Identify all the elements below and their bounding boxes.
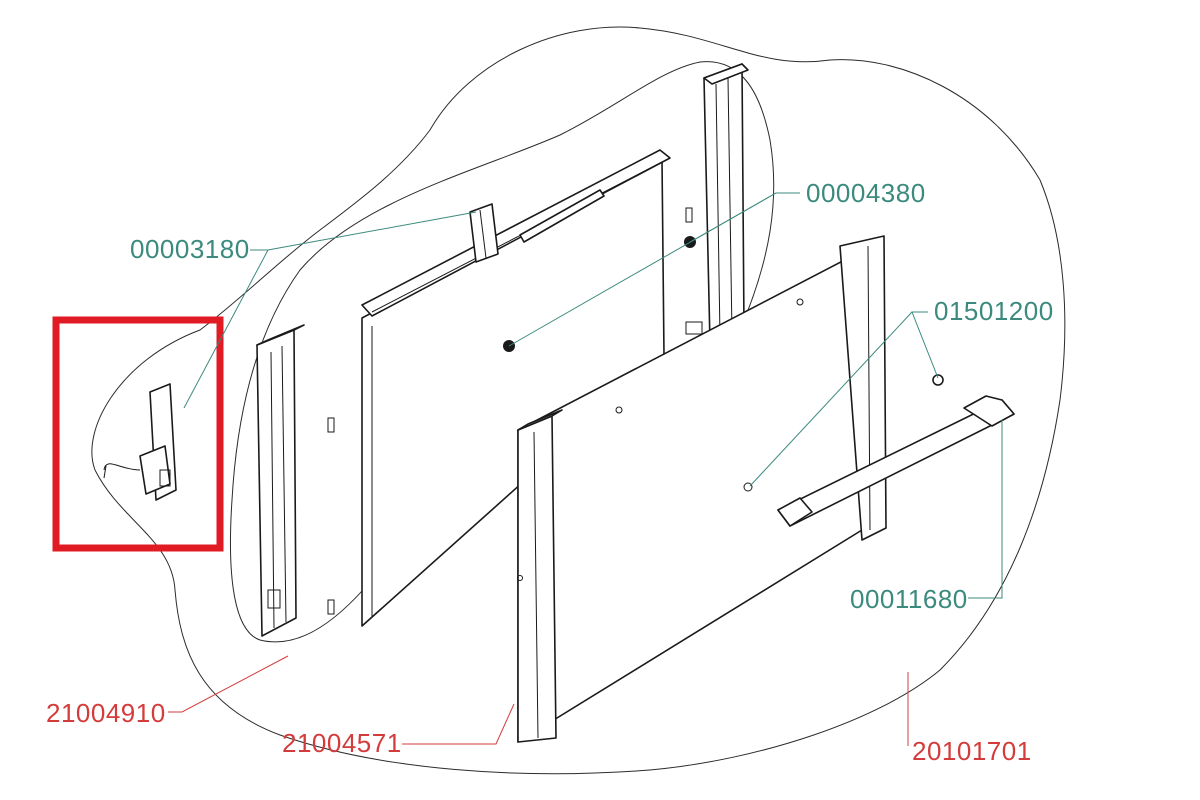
red-leader-lines	[168, 655, 909, 746]
callout-glass-fixing: 00004380	[806, 178, 926, 208]
inner-glass-panel	[361, 149, 696, 627]
callout-side-profile: 21004910	[46, 698, 166, 728]
highlight-box	[52, 316, 224, 552]
assembly-outline	[91, 26, 1066, 775]
callout-handle-screw: 01501200	[934, 296, 1054, 326]
rear-profile-part	[685, 63, 749, 345]
callout-door-assembly: 20101701	[912, 736, 1032, 766]
callout-outer-door: 21004571	[282, 728, 402, 758]
side-profile-part	[256, 324, 335, 637]
green-leader-lines	[183, 192, 1003, 599]
callout-hinge-bracket: 00003180	[130, 234, 250, 264]
door-handle-part	[777, 374, 1015, 527]
callout-handle: 00011680	[850, 584, 968, 614]
hinge-mechanism-part	[103, 383, 177, 501]
